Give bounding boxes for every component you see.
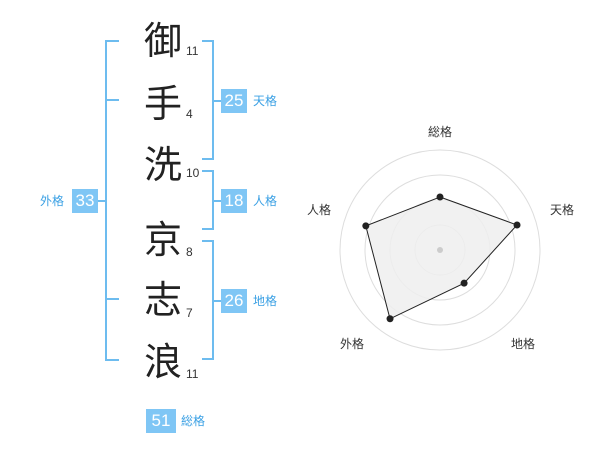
tenkaku-label: 天格 xyxy=(253,94,278,108)
soukaku-label: 総格 xyxy=(181,414,206,428)
soukaku-value: 51 xyxy=(146,409,176,433)
radar-axis-label-tenkaku: 天格 xyxy=(550,203,575,217)
radar-series-polygon xyxy=(365,196,518,320)
radar-axis-label-soukaku: 総格 xyxy=(428,125,453,139)
radar-ring xyxy=(364,174,516,326)
stroke-count-2: 4 xyxy=(186,107,193,121)
gaikaku-value: 33 xyxy=(72,189,98,213)
jinkaku-value: 18 xyxy=(221,189,247,213)
name-char-6: 浪 xyxy=(143,340,182,384)
radar-center-dot xyxy=(437,247,443,253)
name-char-2: 手 xyxy=(143,82,182,126)
radar-axis-label-gaikaku: 外格 xyxy=(340,337,365,351)
chikaku-label: 地格 xyxy=(253,294,278,308)
stroke-count-4: 8 xyxy=(186,245,193,259)
radar-ring xyxy=(339,149,541,351)
name-char-3: 洗 xyxy=(143,143,182,187)
stroke-count-3: 10 xyxy=(186,166,200,180)
chikaku-value: 26 xyxy=(221,289,247,313)
gaikaku-label: 外格 xyxy=(40,194,65,208)
radar-axis-label-chikaku: 地格 xyxy=(511,337,536,351)
radar-point-5 xyxy=(362,222,370,230)
stroke-count-6: 11 xyxy=(186,367,199,381)
radar-axis-label-jinkaku: 人格 xyxy=(307,203,332,217)
name-char-1: 御 xyxy=(143,19,182,63)
radar-point-3 xyxy=(460,279,468,287)
radar-point-1 xyxy=(436,193,444,201)
stroke-count-5: 7 xyxy=(186,306,193,320)
stroke-count-1: 11 xyxy=(186,44,199,58)
jinkaku-label: 人格 xyxy=(253,194,278,208)
name-char-4: 京 xyxy=(143,218,182,262)
name-char-5: 志 xyxy=(143,278,182,322)
tenkaku-value: 25 xyxy=(221,89,247,113)
radar-point-2 xyxy=(513,221,521,229)
radar-point-4 xyxy=(386,315,394,323)
